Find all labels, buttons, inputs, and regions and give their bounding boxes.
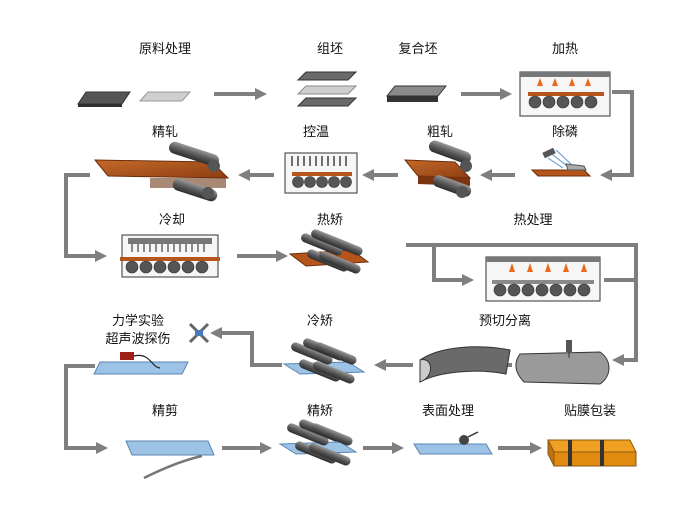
label-heat: 加热 (552, 42, 578, 57)
finish-rolling-mill (93, 141, 230, 202)
label-fine-cut: 精剪 (152, 403, 178, 419)
pre-cut-separation (515, 340, 610, 385)
label-raw: 原料处理 (139, 42, 191, 57)
ultrasonic-inspection (93, 352, 189, 375)
cold-leveler (282, 338, 366, 384)
composite-billet (385, 85, 448, 102)
label-cool: 冷却 (159, 213, 185, 228)
label-surface: 表面处理 (422, 404, 474, 419)
label-ut-test: 超声波探伤 (105, 332, 170, 347)
temperature-control-unit (284, 152, 358, 194)
cooling-unit (120, 234, 220, 278)
descaling-unit (530, 147, 592, 177)
label-temp-control: 控温 (303, 125, 329, 140)
assembly-stack (296, 71, 358, 107)
hot-leveler (288, 229, 370, 274)
label-hot-level: 热矫 (317, 213, 343, 228)
label-mech-test: 力学实验 (112, 313, 164, 329)
surface-treatment (413, 431, 493, 455)
fine-cut (125, 440, 215, 480)
fine-leveler (278, 419, 358, 466)
raw-material-plates (77, 91, 192, 107)
label-pack: 贴膜包装 (564, 404, 616, 419)
label-rough-roll: 粗轧 (427, 125, 453, 140)
label-assemble: 组坯 (317, 42, 343, 57)
packaging-bundle (547, 439, 637, 467)
label-pre-cut: 预切分离 (479, 313, 531, 329)
label-fine-level: 精矫 (307, 404, 333, 419)
curved-plate (419, 346, 511, 383)
label-finish-roll: 精轧 (152, 125, 178, 140)
label-cold-level: 冷矫 (307, 314, 333, 329)
rough-rolling-mill (403, 140, 472, 198)
mechanical-test-icon (188, 322, 210, 344)
label-descale: 除磷 (552, 125, 578, 140)
label-composite: 复合坯 (398, 42, 437, 57)
heat-treatment-furnace (485, 256, 601, 302)
heating-furnace (519, 71, 611, 117)
label-heat-treat: 热处理 (513, 213, 552, 228)
